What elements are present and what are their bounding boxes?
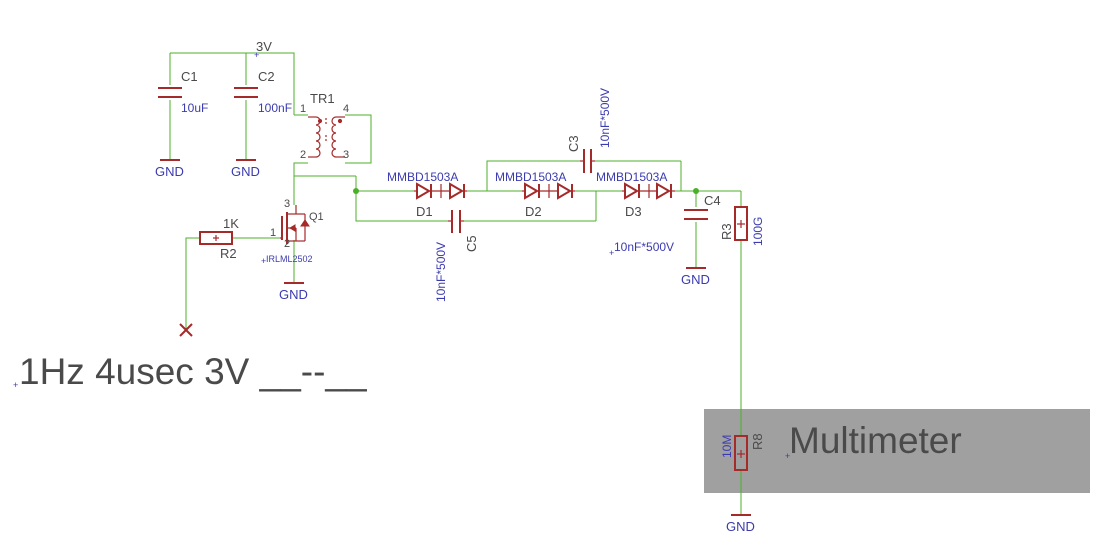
svg-text:GND: GND (279, 287, 308, 302)
svg-text:+: + (785, 451, 790, 461)
r2-name: R2 (220, 246, 237, 261)
capacitor-c4[interactable]: C4 + 10nF*500V (609, 193, 721, 258)
svg-text:+: + (261, 256, 266, 266)
transformer-tr1[interactable]: TR1 1 2 3 4 (300, 91, 349, 161)
resistor-r2[interactable]: 1K R2 (199, 216, 239, 261)
wires (169, 52, 742, 515)
svg-text:4: 4 (343, 103, 349, 115)
d3-value: MMBD1503A (596, 170, 667, 184)
c4-value: 10nF*500V (614, 240, 674, 254)
c3-value: 10nF*500V (598, 88, 612, 148)
c2-value: 100nF (258, 101, 292, 115)
resistor-r3[interactable]: R3 100G (719, 206, 765, 246)
svg-text:GND: GND (681, 272, 710, 287)
r3-value: 100G (751, 217, 765, 246)
svg-text:+: + (254, 50, 259, 60)
c3-name: C3 (566, 135, 581, 152)
svg-text:GND: GND (231, 164, 260, 179)
d2-name: D2 (525, 204, 542, 219)
d3-name: D3 (625, 204, 642, 219)
q1-name: IRLML2502 (266, 254, 313, 264)
c1-name: C1 (181, 69, 198, 84)
d1-value: MMBD1503A (387, 170, 458, 184)
svg-text:2: 2 (284, 238, 290, 250)
r8-name: R8 (750, 433, 765, 450)
svg-text:1: 1 (270, 227, 276, 239)
svg-text:1: 1 (300, 103, 306, 115)
multimeter-label: Multimeter (789, 420, 962, 461)
mosfet-q1[interactable]: 3 1 2 Q1 + IRLML2502 (261, 198, 324, 266)
c2-name: C2 (258, 69, 275, 84)
svg-text:Q1: Q1 (309, 211, 324, 223)
capacitor-c5[interactable]: C5 10nF*500V (434, 210, 479, 302)
c1-value: 10uF (181, 101, 208, 115)
junction-dot (353, 188, 359, 194)
gnd-symbol: GND (279, 282, 308, 302)
resistor-r8[interactable]: 10M R8 (720, 433, 765, 471)
svg-text:+: + (609, 248, 614, 258)
diode-d2[interactable]: MMBD1503A D2 (495, 170, 575, 219)
r3-name: R3 (719, 223, 734, 240)
supply-label: 3V (256, 39, 272, 54)
c4-name: C4 (704, 193, 721, 208)
r8-value: 10M (720, 435, 734, 458)
gnd-symbol: GND (726, 514, 755, 534)
c5-value: 10nF*500V (434, 242, 448, 302)
svg-text:3: 3 (343, 149, 349, 161)
junction-dot (693, 188, 699, 194)
gnd-symbol: GND (681, 267, 710, 287)
gnd-symbol: GND (155, 159, 184, 179)
tr1-name: TR1 (310, 91, 335, 106)
c5-name: C5 (464, 235, 479, 252)
r2-value: 1K (223, 216, 239, 231)
svg-text:3: 3 (284, 198, 290, 210)
diode-d3[interactable]: MMBD1503A D3 (596, 170, 675, 219)
capacitor-c3[interactable]: C3 10nF*500V (566, 88, 612, 173)
d2-value: MMBD1503A (495, 170, 566, 184)
svg-text:GND: GND (155, 164, 184, 179)
svg-text:2: 2 (300, 149, 306, 161)
gnd-symbol: GND (231, 159, 260, 179)
pulse-note: 1Hz 4usec 3V __--__ (19, 351, 367, 392)
svg-text:GND: GND (726, 519, 755, 534)
d1-name: D1 (416, 204, 433, 219)
unconnected-marker (179, 323, 193, 337)
svg-text:+: + (13, 380, 18, 390)
capacitor-c2[interactable]: C2 100nF (234, 69, 292, 115)
capacitor-c1[interactable]: C1 10uF (158, 69, 208, 115)
multimeter-box[interactable] (704, 409, 1090, 493)
diode-d1[interactable]: MMBD1503A D1 (387, 170, 467, 219)
